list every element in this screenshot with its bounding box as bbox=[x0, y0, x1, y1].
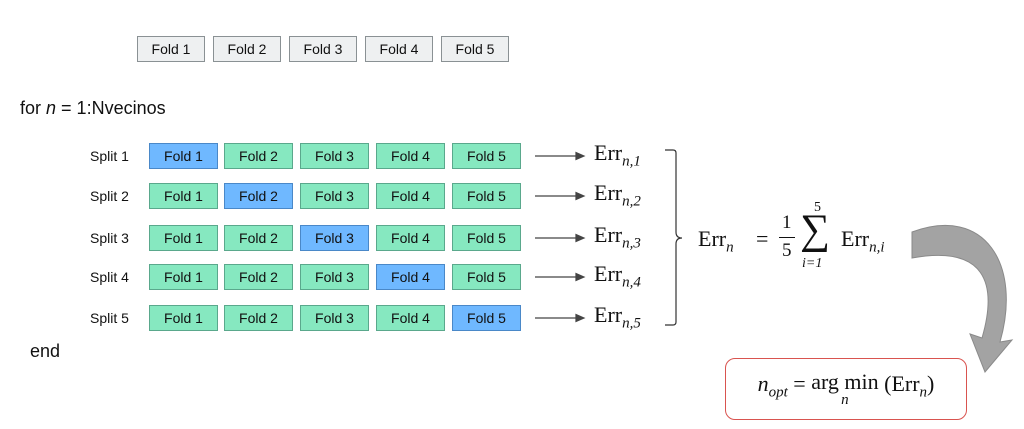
split-error: Errn,1 bbox=[594, 140, 641, 170]
split-error: Errn,4 bbox=[594, 261, 641, 291]
split-label: Split 4 bbox=[90, 269, 129, 285]
train-fold: Fold 5 bbox=[452, 225, 521, 251]
split-label: Split 1 bbox=[90, 148, 129, 164]
train-fold: Fold 3 bbox=[300, 183, 369, 209]
optimum-argument: (Err bbox=[884, 371, 920, 396]
row-arrow-head bbox=[575, 151, 586, 161]
train-fold: Fold 4 bbox=[376, 305, 445, 331]
train-fold: Fold 1 bbox=[149, 305, 218, 331]
header-fold: Fold 4 bbox=[365, 36, 433, 62]
test-fold: Fold 1 bbox=[149, 143, 218, 169]
fraction-denominator: 5 bbox=[782, 240, 792, 261]
split-error-sub: n,3 bbox=[622, 235, 641, 252]
train-fold: Fold 2 bbox=[224, 143, 293, 169]
train-fold: Fold 3 bbox=[300, 264, 369, 290]
split-error-sub: n,1 bbox=[622, 153, 641, 170]
train-fold: Fold 5 bbox=[452, 143, 521, 169]
train-fold: Fold 4 bbox=[376, 225, 445, 251]
optimum-operator: arg min bbox=[811, 369, 879, 394]
formula-lhs: Err bbox=[698, 226, 727, 251]
sum-upper-limit: 5 bbox=[814, 200, 821, 215]
test-fold: Fold 5 bbox=[452, 305, 521, 331]
fraction-bar bbox=[779, 237, 795, 238]
optimum-box: nopt = arg min n (Errn) bbox=[725, 358, 967, 420]
train-fold: Fold 4 bbox=[376, 183, 445, 209]
for-loop-header: for n = 1:Nvecinos bbox=[20, 98, 166, 119]
train-fold: Fold 2 bbox=[224, 264, 293, 290]
split-error-base: Err bbox=[594, 222, 623, 247]
end-keyword: end bbox=[30, 341, 61, 361]
split-error-base: Err bbox=[594, 180, 623, 205]
header-fold: Fold 2 bbox=[213, 36, 281, 62]
optimum-lhs-sub: opt bbox=[768, 384, 788, 401]
split-error-base: Err bbox=[594, 261, 623, 286]
sum-sigma: ∑ bbox=[800, 207, 830, 253]
train-fold: Fold 2 bbox=[224, 305, 293, 331]
loop-variable: n bbox=[46, 98, 57, 118]
split-error-base: Err bbox=[594, 302, 623, 327]
optimum-lhs: n bbox=[757, 371, 769, 396]
split-label: Split 5 bbox=[90, 310, 129, 326]
formula-equals: = bbox=[756, 226, 769, 251]
split-label: Split 3 bbox=[90, 230, 129, 246]
split-error-sub: n,2 bbox=[622, 193, 641, 210]
optimum-argument-sub: n bbox=[919, 384, 928, 401]
row-arrow-head bbox=[575, 313, 586, 323]
test-fold: Fold 3 bbox=[300, 225, 369, 251]
formula-term-sub: n,i bbox=[869, 239, 885, 256]
mean-error-formula: Errn = 1 5 5 ∑ i=1 Errn,i bbox=[698, 200, 908, 280]
train-fold: Fold 1 bbox=[149, 264, 218, 290]
row-arrow-head bbox=[575, 233, 586, 243]
split-error-sub: n,5 bbox=[622, 315, 641, 332]
optimum-operator-sub: n bbox=[841, 392, 849, 408]
row-arrow-head bbox=[575, 272, 586, 282]
row-arrow-head bbox=[575, 191, 586, 201]
train-fold: Fold 3 bbox=[300, 305, 369, 331]
split-error: Errn,5 bbox=[594, 302, 641, 332]
loop-range: = 1:Nvecinos bbox=[56, 98, 166, 118]
train-fold: Fold 1 bbox=[149, 225, 218, 251]
header-fold: Fold 1 bbox=[137, 36, 205, 62]
curved-arrow bbox=[911, 225, 1014, 373]
train-fold: Fold 2 bbox=[224, 225, 293, 251]
fraction-numerator: 1 bbox=[782, 212, 792, 233]
train-fold: Fold 4 bbox=[376, 143, 445, 169]
optimum-equals: = bbox=[793, 371, 806, 396]
split-error-base: Err bbox=[594, 140, 623, 165]
split-error: Errn,2 bbox=[594, 180, 641, 210]
optimum-argument-close: ) bbox=[927, 371, 935, 396]
test-fold: Fold 4 bbox=[376, 264, 445, 290]
split-label: Split 2 bbox=[90, 188, 129, 204]
train-fold: Fold 1 bbox=[149, 183, 218, 209]
train-fold: Fold 3 bbox=[300, 143, 369, 169]
split-error-sub: n,4 bbox=[622, 274, 641, 291]
split-error: Errn,3 bbox=[594, 222, 641, 252]
header-fold: Fold 3 bbox=[289, 36, 357, 62]
for-keyword: for bbox=[20, 98, 42, 118]
header-fold: Fold 5 bbox=[441, 36, 509, 62]
train-fold: Fold 5 bbox=[452, 264, 521, 290]
sum-lower-limit: i=1 bbox=[802, 256, 823, 271]
formula-term: Err bbox=[841, 226, 870, 251]
right-brace bbox=[665, 149, 683, 326]
formula-lhs-sub: n bbox=[726, 239, 734, 256]
test-fold: Fold 2 bbox=[224, 183, 293, 209]
train-fold: Fold 5 bbox=[452, 183, 521, 209]
